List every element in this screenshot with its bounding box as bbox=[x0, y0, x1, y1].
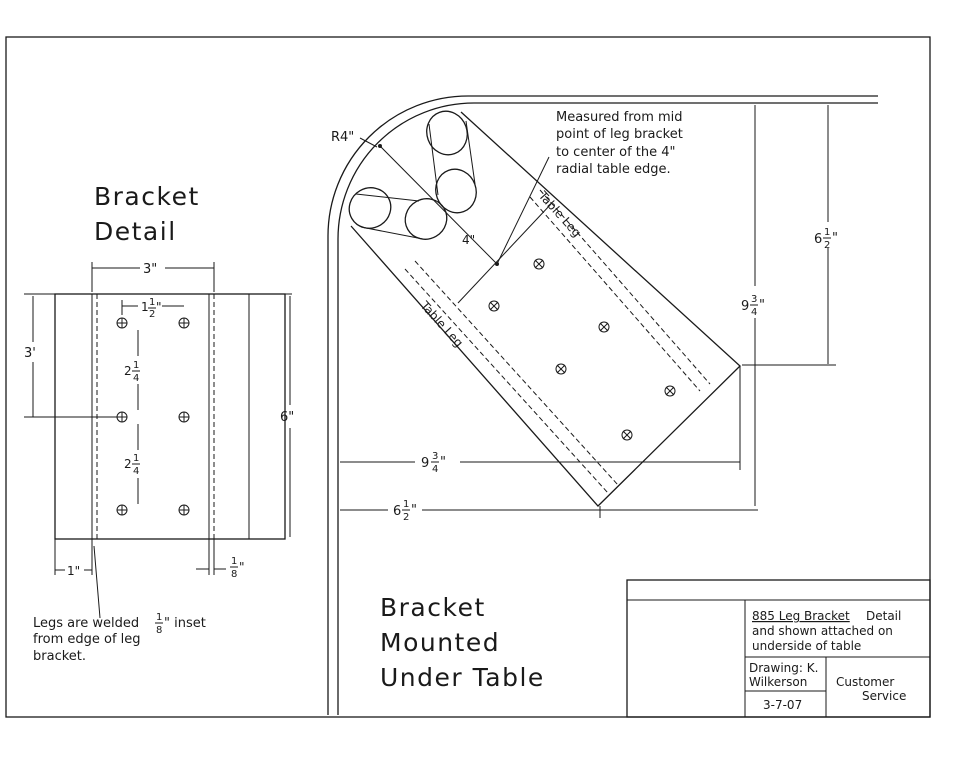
mounted-title-line1: Bracket bbox=[380, 593, 486, 622]
dim-nine-three-quarter-horiz-den: 4 bbox=[432, 464, 438, 475]
detail-half-dim-unit: " bbox=[156, 300, 162, 314]
dim-six-half-right-den: 2 bbox=[824, 240, 830, 251]
bolt-hole bbox=[533, 258, 545, 270]
detail-quarter-dim-1-whole: 2 bbox=[124, 364, 132, 378]
dim-nine-three-quarter-horiz-unit: " bbox=[440, 455, 446, 470]
detail-eighth-dim-num: 1 bbox=[231, 556, 237, 567]
weld-note-line3: bracket. bbox=[33, 649, 86, 664]
dim-nine-three-quarter-right-whole: 9 bbox=[741, 299, 749, 314]
dim-six-half-horiz-den: 2 bbox=[403, 512, 409, 523]
bolt-hole bbox=[664, 385, 676, 397]
mounted-title-line3: Under Table bbox=[380, 663, 545, 692]
table-leg-upper-cylinder bbox=[426, 110, 477, 214]
dim-nine-three-quarter-right-unit: " bbox=[759, 298, 765, 313]
mounted-bolt-holes bbox=[488, 258, 676, 441]
dept-line1: Customer bbox=[836, 675, 894, 689]
detail-left-height-dim: 3' bbox=[24, 346, 36, 361]
title-desc-part1: 885 Leg Bracket bbox=[752, 609, 850, 623]
detail-one-inch-dim: 1" bbox=[67, 564, 80, 578]
dim-nine-three-quarter-horiz-num: 3 bbox=[432, 451, 438, 462]
bolt-hole bbox=[178, 504, 190, 516]
dim-six-half-horiz-whole: 6 bbox=[393, 504, 401, 519]
bolt-hole bbox=[116, 504, 128, 516]
mounted-view: R4" 4" Measured from mid point of leg br… bbox=[327, 95, 878, 715]
detail-quarter-dim-1-den: 4 bbox=[133, 373, 139, 384]
table-leg-label-lower: Table Leg bbox=[417, 298, 466, 350]
drawing-by-line2: Wilkerson bbox=[749, 675, 807, 689]
measure-note-line4: radial table edge. bbox=[556, 162, 671, 177]
bolt-hole bbox=[598, 321, 610, 333]
bolt-hole bbox=[178, 317, 190, 329]
detail-quarter-dim-1-num: 1 bbox=[133, 360, 139, 371]
title-block: 885 Leg Bracket Detail and shown attache… bbox=[626, 579, 931, 718]
bolt-holes bbox=[116, 317, 190, 516]
weld-note-line1: Legs are welded bbox=[33, 616, 139, 631]
table-edge-inner bbox=[337, 102, 878, 715]
bracket-detail-view: Bracket Detail 3" 1 1 2 " bbox=[24, 182, 294, 664]
measurement-note: Measured from mid point of leg bracket t… bbox=[556, 110, 683, 177]
weld-note-line2: from edge of leg bbox=[33, 632, 141, 647]
measure-note-line3: to center of the 4" bbox=[556, 145, 676, 160]
dept-line2: Service bbox=[862, 689, 906, 703]
weld-note: Legs are welded 1 8 " inset from edge of… bbox=[33, 612, 206, 664]
detail-half-dim-den: 2 bbox=[149, 309, 155, 320]
bolt-hole bbox=[488, 300, 500, 312]
mounted-title-line2: Mounted bbox=[380, 628, 500, 657]
bolt-hole bbox=[116, 317, 128, 329]
dim-nine-three-quarter-right-den: 4 bbox=[751, 307, 757, 318]
title-desc-line3: underside of table bbox=[752, 639, 861, 653]
detail-title-line1: Bracket bbox=[94, 182, 200, 211]
weld-note-line1-end: " inset bbox=[164, 616, 206, 631]
table-edge-outer bbox=[327, 95, 878, 715]
table-leg-lower-cylinder bbox=[348, 187, 448, 240]
drawing-date: 3-7-07 bbox=[763, 698, 802, 712]
measure-note-line1: Measured from mid bbox=[556, 110, 683, 125]
bolt-hole bbox=[621, 429, 633, 441]
detail-eighth-dim-den: 8 bbox=[231, 569, 237, 580]
detail-title-line2: Detail bbox=[94, 217, 177, 246]
detail-quarter-dim-2-num: 1 bbox=[133, 453, 139, 464]
leg-bracket-outline bbox=[350, 111, 741, 507]
table-leg-label-upper: Table Leg bbox=[535, 188, 584, 240]
bolt-hole bbox=[178, 411, 190, 423]
bolt-hole bbox=[555, 363, 567, 375]
detail-eighth-dim-unit: " bbox=[239, 560, 245, 574]
dim-nine-three-quarter-horiz-whole: 9 bbox=[421, 456, 429, 471]
detail-width-dim: 3" bbox=[143, 262, 157, 277]
detail-half-dim-num: 1 bbox=[149, 297, 155, 308]
sheet-border bbox=[5, 36, 931, 718]
dim-six-half-right-num: 1 bbox=[824, 227, 830, 238]
dim-six-half-right-whole: 6 bbox=[814, 232, 822, 247]
measure-note-line2: point of leg bracket bbox=[556, 127, 683, 142]
detail-quarter-dim-2-whole: 2 bbox=[124, 457, 132, 471]
radius-label: R4" bbox=[331, 130, 354, 145]
detail-half-dim-whole: 1 bbox=[141, 300, 149, 314]
dim-six-half-right-unit: " bbox=[832, 231, 838, 246]
dim-six-half-horiz-unit: " bbox=[411, 503, 417, 518]
weld-note-frac-den: 8 bbox=[156, 625, 162, 636]
weld-note-frac-num: 1 bbox=[156, 612, 162, 623]
detail-quarter-dim-2-den: 4 bbox=[133, 466, 139, 477]
drawing-by-line1: Drawing: K. bbox=[749, 661, 818, 675]
dim-nine-three-quarter-right-num: 3 bbox=[751, 294, 757, 305]
title-desc-line2: and shown attached on bbox=[752, 624, 893, 638]
dim-six-half-horiz-num: 1 bbox=[403, 499, 409, 510]
title-desc-part2: Detail bbox=[866, 609, 901, 623]
detail-height-dim: 6" bbox=[280, 410, 294, 425]
four-inch-label: 4" bbox=[462, 233, 475, 247]
